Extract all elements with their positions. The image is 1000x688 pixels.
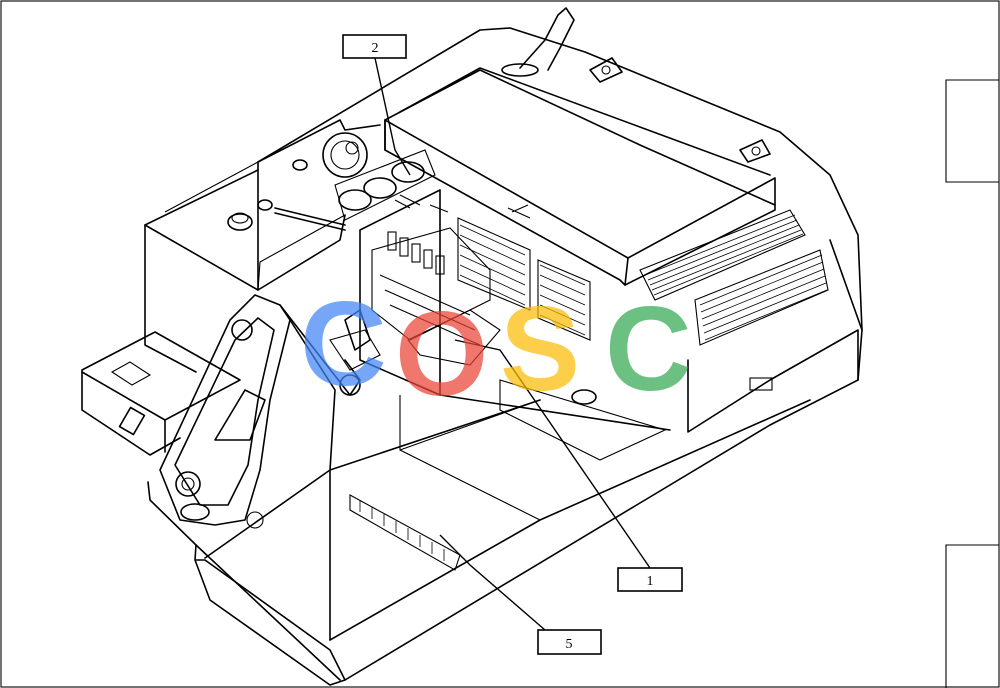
machine-body — [81, 27, 863, 686]
frame-tab-top — [945, 79, 999, 183]
leader-lines — [374, 57, 651, 631]
watermark-letter-2: O — [395, 287, 488, 421]
callout-5-label: 5 — [566, 637, 573, 652]
radiator-grilles — [457, 214, 828, 391]
callout-2: 2 — [342, 34, 407, 59]
engine-hood — [384, 7, 829, 346]
control-valve-assembly — [359, 189, 671, 431]
watermark-letter-1: C — [300, 277, 387, 411]
watermark-letter-4: C — [605, 282, 692, 416]
callout-2-label: 2 — [372, 41, 379, 56]
frame-floor — [349, 379, 667, 571]
watermark-letter-3: S — [500, 282, 580, 416]
frame-tab-bottom — [945, 544, 999, 688]
callout-1-label: 1 — [647, 574, 654, 589]
tank-top-fittings — [227, 132, 436, 231]
callout-1: 1 — [617, 567, 683, 592]
boom-bracket — [159, 294, 381, 529]
callout-5: 5 — [537, 629, 602, 655]
watermark: C O S C — [300, 277, 692, 421]
